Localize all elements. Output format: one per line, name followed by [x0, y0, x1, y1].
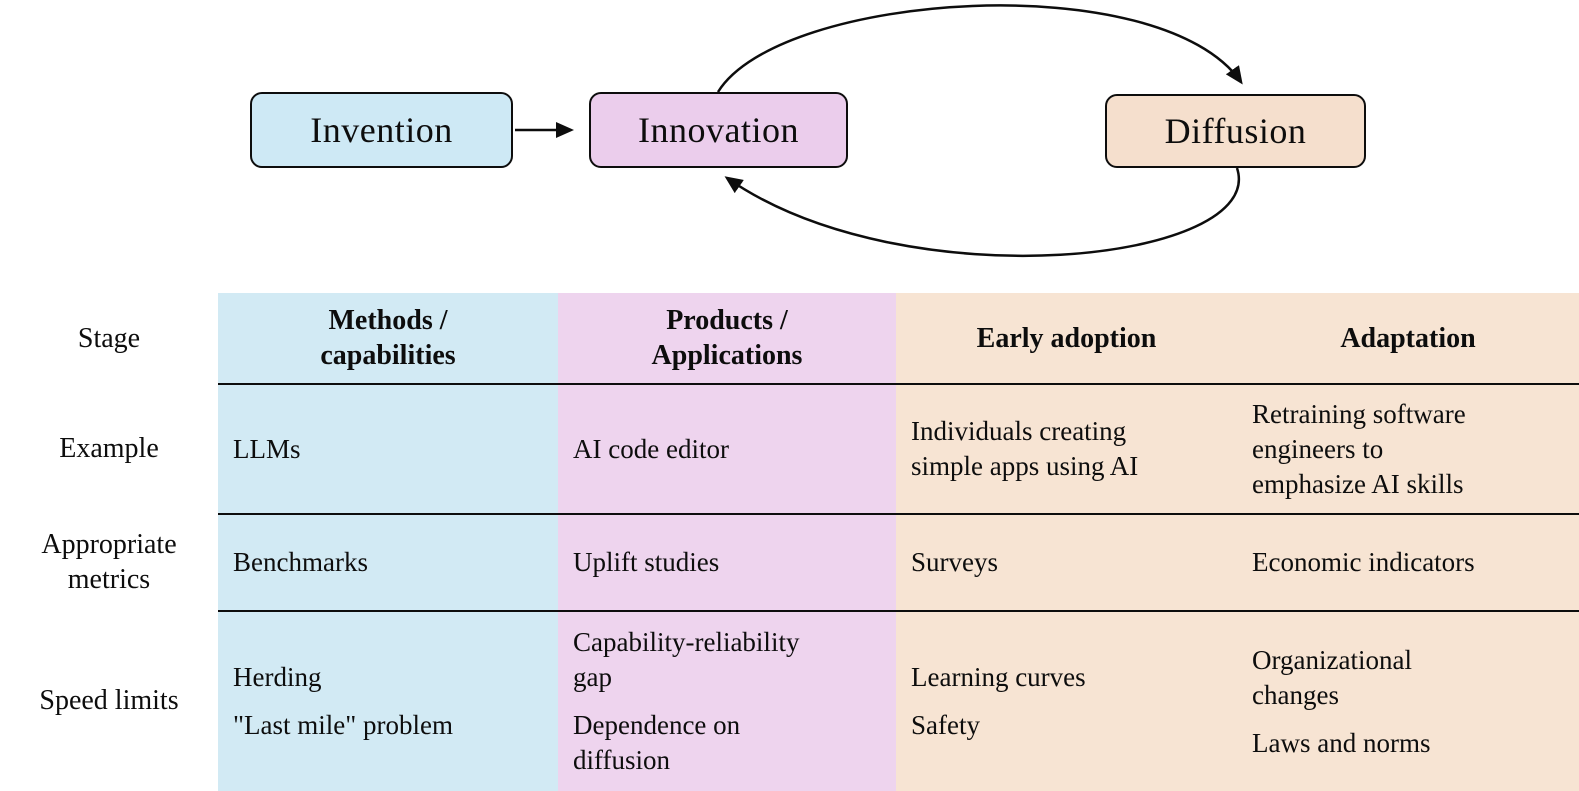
arrow-diffusion-to-innovation-icon: [724, 167, 1241, 258]
column-header-early-adoption: Early adoption: [896, 293, 1237, 383]
cell-text: Capability-reliability gap: [573, 627, 800, 692]
cell-example-methods: LLMs: [218, 383, 558, 513]
flow-node-innovation: Innovation: [589, 92, 848, 168]
cell-text: Uplift studies: [573, 547, 720, 577]
cell-text: LLMs: [233, 433, 301, 464]
row-label-appropriate-metrics: Appropriate metrics: [0, 513, 218, 610]
cell-text: Organizational changes: [1252, 644, 1412, 710]
cell-text: Laws and norms: [1252, 727, 1431, 758]
cell-text: Surveys: [911, 547, 998, 577]
arrow-innovation-to-diffusion-icon: [716, 4, 1243, 93]
cell-text: Retraining software engineers to emphasi…: [1252, 398, 1466, 499]
flow-node-label: Diffusion: [1164, 111, 1307, 151]
cell-metrics-methods: Benchmarks: [218, 513, 558, 610]
flow-node-invention: Invention: [250, 92, 513, 168]
cell-speed-methods: Herding "Last mile" problem: [218, 610, 558, 791]
cell-text: Learning curves: [911, 662, 1086, 692]
cell-speed-adaptation: Organizational changes Laws and norms: [1237, 610, 1579, 791]
cell-text: Individuals creating simple apps using A…: [911, 416, 1139, 481]
cell-text: AI code editor: [573, 433, 729, 464]
flow-node-label: Innovation: [638, 110, 799, 150]
cell-metrics-adaptation: Economic indicators: [1237, 513, 1579, 610]
flow-node-label: Invention: [310, 110, 453, 150]
table-corner-stage-label: Stage: [0, 293, 218, 383]
cell-text: "Last mile" problem: [233, 710, 453, 740]
cell-metrics-early-adoption: Surveys: [896, 513, 1237, 610]
cell-speed-early-adoption: Learning curves Safety: [896, 610, 1237, 791]
cell-metrics-products: Uplift studies: [558, 513, 896, 610]
flow-node-diffusion: Diffusion: [1105, 94, 1366, 168]
row-label-speed-limits: Speed limits: [0, 610, 218, 791]
column-header-methods-capabilities: Methods / capabilities: [218, 293, 558, 383]
cell-text: Benchmarks: [233, 547, 368, 577]
cell-example-adaptation: Retraining software engineers to emphasi…: [1237, 383, 1579, 513]
cell-text: Dependence on diffusion: [573, 710, 741, 775]
cell-text: Safety: [911, 710, 980, 740]
flow-arrows: [515, 4, 1243, 258]
cell-example-products: AI code editor: [558, 383, 896, 513]
cell-speed-products: Capability-reliability gap Dependence on…: [558, 610, 896, 791]
row-label-example: Example: [0, 383, 218, 513]
cell-text: Economic indicators: [1252, 547, 1475, 577]
stages-table: Stage Methods / capabilities Products / …: [0, 293, 1579, 791]
cell-example-early-adoption: Individuals creating simple apps using A…: [896, 383, 1237, 513]
column-header-products-applications: Products / Applications: [558, 293, 896, 383]
column-header-adaptation: Adaptation: [1237, 293, 1579, 383]
cell-text: Herding: [233, 662, 322, 692]
